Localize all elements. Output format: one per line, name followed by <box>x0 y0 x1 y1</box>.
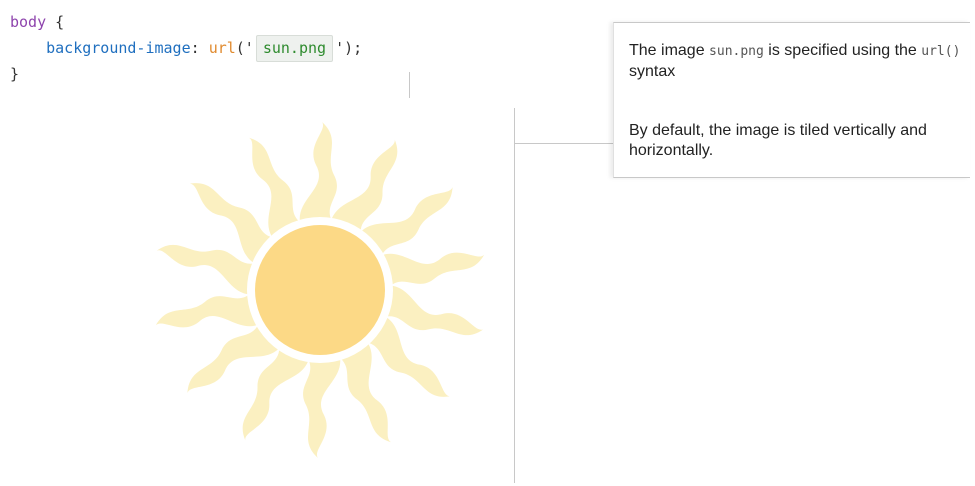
code-url-function: url <box>208 39 236 57</box>
code-open-brace: { <box>55 13 65 31</box>
css-code-snippet: body { background-image: url(' sun.png ');… <box>10 10 362 87</box>
sun-ray <box>187 313 285 394</box>
note-text: The image <box>629 42 710 59</box>
explanation-note: The image sun.png is specified using the… <box>613 22 970 178</box>
note-code-url: url() <box>921 44 961 59</box>
note-connector-line <box>514 143 613 144</box>
sun-ray <box>155 285 266 328</box>
sun-ray <box>355 313 451 397</box>
code-close-brace: } <box>10 65 20 83</box>
sun-ray <box>299 122 338 230</box>
filename-connector-line <box>409 72 410 98</box>
code-colon: : <box>190 39 200 57</box>
sun-core <box>255 225 385 355</box>
code-property: background-image <box>46 39 191 57</box>
sun-ray <box>302 350 341 458</box>
code-filename-highlight: sun.png <box>255 35 334 62</box>
sun-ray <box>355 186 453 267</box>
sun-rays <box>155 122 485 458</box>
sun-ray <box>329 139 398 244</box>
note-paragraph-1: The image sun.png is specified using the… <box>629 41 964 82</box>
note-text: is specified using the <box>763 42 922 59</box>
sun-ray <box>329 336 392 443</box>
code-selector: body <box>10 13 47 31</box>
note-code-filename: sun.png <box>709 44 764 59</box>
code-paren-close: '); <box>335 39 363 57</box>
code-filename: sun.png <box>262 39 327 57</box>
sun-ray <box>242 336 311 441</box>
sun-ray <box>374 285 484 336</box>
code-paren-open: (' <box>235 39 254 57</box>
image-right-edge-line <box>514 108 515 483</box>
sun-ray <box>248 137 311 244</box>
sun-image <box>155 122 485 458</box>
sun-ray <box>374 252 485 295</box>
note-text: syntax <box>629 63 676 80</box>
note-paragraph-2: By default, the image is tiled verticall… <box>629 122 927 159</box>
sun-ray <box>156 244 266 295</box>
sun-ray <box>189 183 285 267</box>
